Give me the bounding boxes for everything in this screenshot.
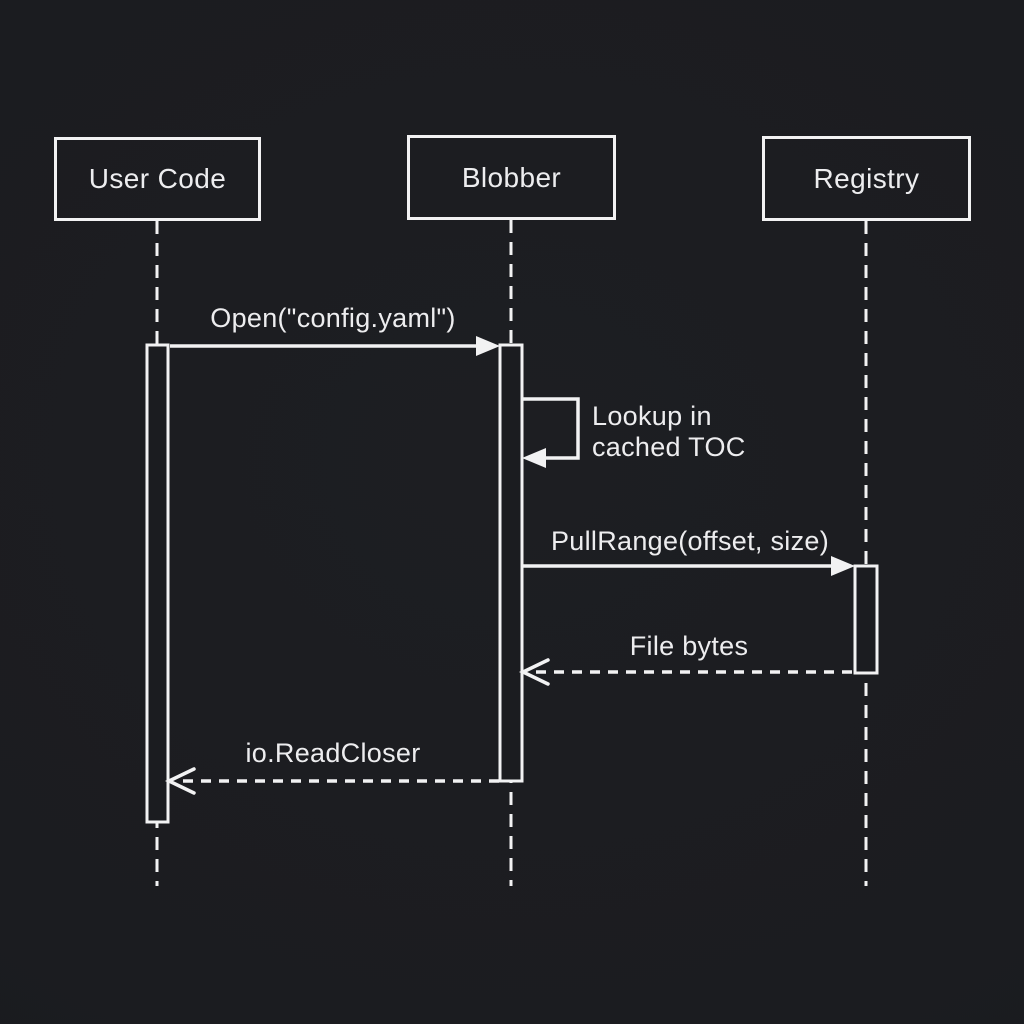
message-label-lookup-toc-line2: cached TOC (592, 432, 746, 462)
message-label-io-readcloser: io.ReadCloser (245, 738, 421, 768)
participant-box-blobber: Blobber (407, 135, 616, 220)
activation-bar-registry (853, 564, 879, 675)
participant-label-user-code: User Code (88, 163, 227, 194)
message-label-lookup-toc: Lookup in cached TOC (592, 401, 746, 463)
message-label-file-bytes: File bytes (629, 631, 749, 661)
participant-box-user-code: User Code (54, 137, 261, 221)
participant-label-blobber: Blobber (461, 161, 562, 193)
arrow-pullrange (522, 556, 855, 576)
arrow-io-readcloser (164, 767, 499, 795)
arrow-open-config (170, 336, 500, 356)
participant-label-registry: Registry (813, 162, 920, 194)
message-label-lookup-toc-line1: Lookup in (592, 401, 712, 431)
activation-bar-blobber (498, 343, 524, 783)
message-label-open-config: Open("config.yaml") (210, 303, 456, 333)
arrow-file-bytes (518, 658, 852, 686)
participant-box-registry: Registry (762, 136, 971, 221)
arrow-lookup-self-loop (522, 397, 580, 468)
message-label-pullrange: PullRange(offset, size) (550, 526, 830, 556)
activation-bar-user-code (145, 343, 170, 824)
